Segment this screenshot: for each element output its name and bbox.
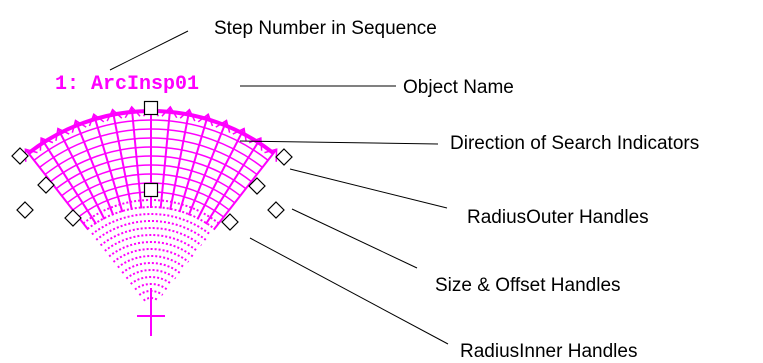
direction-indicator-spoke [187,120,228,216]
direction-indicator-spoke [205,137,262,225]
callout-step-number: Step Number in Sequence [214,18,437,39]
search-region-arc [121,262,181,274]
top-center-handle [143,100,159,116]
size-offset-handle-right-lower [267,201,285,219]
direction-indicator-spoke [111,109,133,211]
size-offset-handle-right [248,177,266,195]
leader-line-radius-outer [289,168,448,209]
leader-lines [109,30,449,345]
direction-indicator-spoke [57,128,106,220]
search-region-arc [112,248,190,263]
center-offset-handle [143,182,159,198]
direction-arrow-icon [197,112,214,127]
callout-direction-indicators: Direction of Search Indicators [450,133,700,154]
direction-indicator-spoke [40,137,97,225]
search-region-arc [125,269,177,280]
search-region-arc [117,255,185,269]
size-offset-handle-left [37,176,55,194]
size-offset-handle-left-lower [16,201,34,219]
arc-inspection-tool [24,104,278,336]
direction-arrow-icon [88,112,105,127]
search-region-arc [108,241,194,258]
direction-indicator-spoke [130,106,143,209]
leader-line-direction-indicators [239,140,439,145]
object-name-label: 1: ArcInsp01 [55,73,200,96]
direction-indicator-spoke [178,113,210,213]
radius-inner-handle-right [221,213,239,231]
radius-inner-handle-left [64,209,82,227]
direction-indicator-spoke [213,148,278,231]
direction-arrow-icon [124,105,141,119]
radius-outer-handle-left [11,147,29,165]
leader-line-radius-inner [249,237,449,345]
search-region-arc [134,283,168,291]
callout-size-offset: Size & Offset Handles [435,275,621,296]
direction-arrow-icon [39,137,54,151]
callout-object-name: Object Name [403,77,514,98]
direction-arrow-icon [71,119,87,133]
direction-arrow-icon [215,119,231,133]
direction-arrow-icon [55,127,70,142]
direction-indicator-spoke [196,128,245,220]
callout-radius-outer: RadiusOuter Handles [467,207,649,228]
search-region-arc [142,297,160,302]
search-region-arc [99,227,203,247]
search-region-arc [104,234,198,252]
handles-group [11,100,293,231]
leader-line-step-number [109,30,189,71]
leader-line-size-offset [291,208,418,269]
search-region-arc [130,276,172,285]
direction-indicator-spoke [92,113,124,213]
direction-arrow-icon [179,108,196,122]
direction-arrow-icon [106,108,123,122]
direction-indicator-spoke [159,106,172,209]
direction-arrow-icon [161,105,178,119]
callout-radius-inner: RadiusInner Handles [460,341,638,362]
radius-outer-handle-right [275,148,293,166]
direction-arrow-icon [232,127,247,142]
direction-indicator-spoke [169,109,191,211]
direction-indicator-spoke [74,120,115,216]
